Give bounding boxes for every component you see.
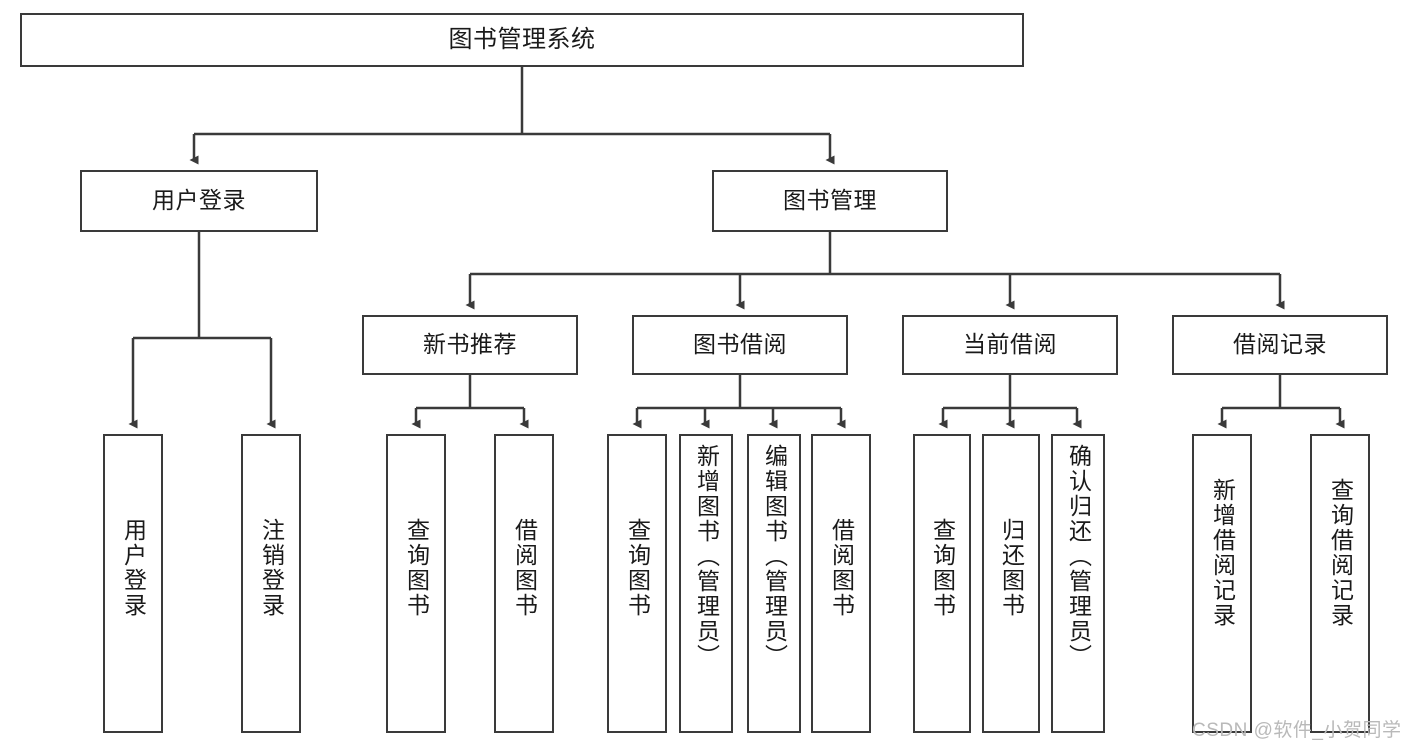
node-book-borrow-label: 图书借阅 <box>693 331 787 358</box>
leaf-edit-book[interactable]: 编辑图书（管理员） <box>747 434 801 733</box>
leaf-add-book[interactable]: 新增图书（管理员） <box>679 434 733 733</box>
leaf-borrow-book-1-label: 借阅图书 <box>511 518 538 618</box>
leaf-confirm-return-label: 确认归还（管理员） <box>1065 444 1092 669</box>
leaf-borrow-book-1[interactable]: 借阅图书 <box>494 434 554 733</box>
leaf-query-record[interactable]: 查询借阅记录 <box>1310 434 1370 733</box>
leaf-query-book-2-label: 查询图书 <box>624 518 651 618</box>
node-borrow-record[interactable]: 借阅记录 <box>1172 315 1388 375</box>
node-user-login-label: 用户登录 <box>152 187 246 214</box>
node-user-login[interactable]: 用户登录 <box>80 170 318 232</box>
node-book-manage-label: 图书管理 <box>783 187 877 214</box>
leaf-user-logout-label: 注销登录 <box>258 518 285 618</box>
node-new-book-rec[interactable]: 新书推荐 <box>362 315 578 375</box>
node-borrow-record-label: 借阅记录 <box>1233 331 1327 358</box>
node-book-manage[interactable]: 图书管理 <box>712 170 948 232</box>
leaf-add-book-label: 新增图书（管理员） <box>693 444 720 669</box>
leaf-add-record[interactable]: 新增借阅记录 <box>1192 434 1252 733</box>
node-root[interactable]: 图书管理系统 <box>20 13 1024 67</box>
watermark-text: CSDN @软件_小贺同学 <box>1192 720 1402 741</box>
node-current-borrow[interactable]: 当前借阅 <box>902 315 1118 375</box>
node-root-label: 图书管理系统 <box>448 25 596 53</box>
leaf-user-login-label: 用户登录 <box>120 518 147 618</box>
leaf-user-login[interactable]: 用户登录 <box>103 434 163 733</box>
leaf-edit-book-label: 编辑图书（管理员） <box>761 444 788 669</box>
node-new-book-rec-label: 新书推荐 <box>423 331 517 358</box>
leaf-borrow-book-2-label: 借阅图书 <box>828 518 855 618</box>
leaf-query-book-1[interactable]: 查询图书 <box>386 434 446 733</box>
leaf-borrow-book-2[interactable]: 借阅图书 <box>811 434 871 733</box>
leaf-return-book-label: 归还图书 <box>998 518 1025 618</box>
leaf-query-book-3[interactable]: 查询图书 <box>913 434 971 733</box>
node-current-borrow-label: 当前借阅 <box>963 331 1057 358</box>
leaf-return-book[interactable]: 归还图书 <box>982 434 1040 733</box>
leaf-confirm-return[interactable]: 确认归还（管理员） <box>1051 434 1105 733</box>
leaf-query-record-label: 查询借阅记录 <box>1327 478 1354 628</box>
leaf-query-book-2[interactable]: 查询图书 <box>607 434 667 733</box>
node-book-borrow[interactable]: 图书借阅 <box>632 315 848 375</box>
leaf-query-book-1-label: 查询图书 <box>403 518 430 618</box>
leaf-query-book-3-label: 查询图书 <box>929 518 956 618</box>
leaf-user-logout[interactable]: 注销登录 <box>241 434 301 733</box>
leaf-add-record-label: 新增借阅记录 <box>1209 478 1236 628</box>
